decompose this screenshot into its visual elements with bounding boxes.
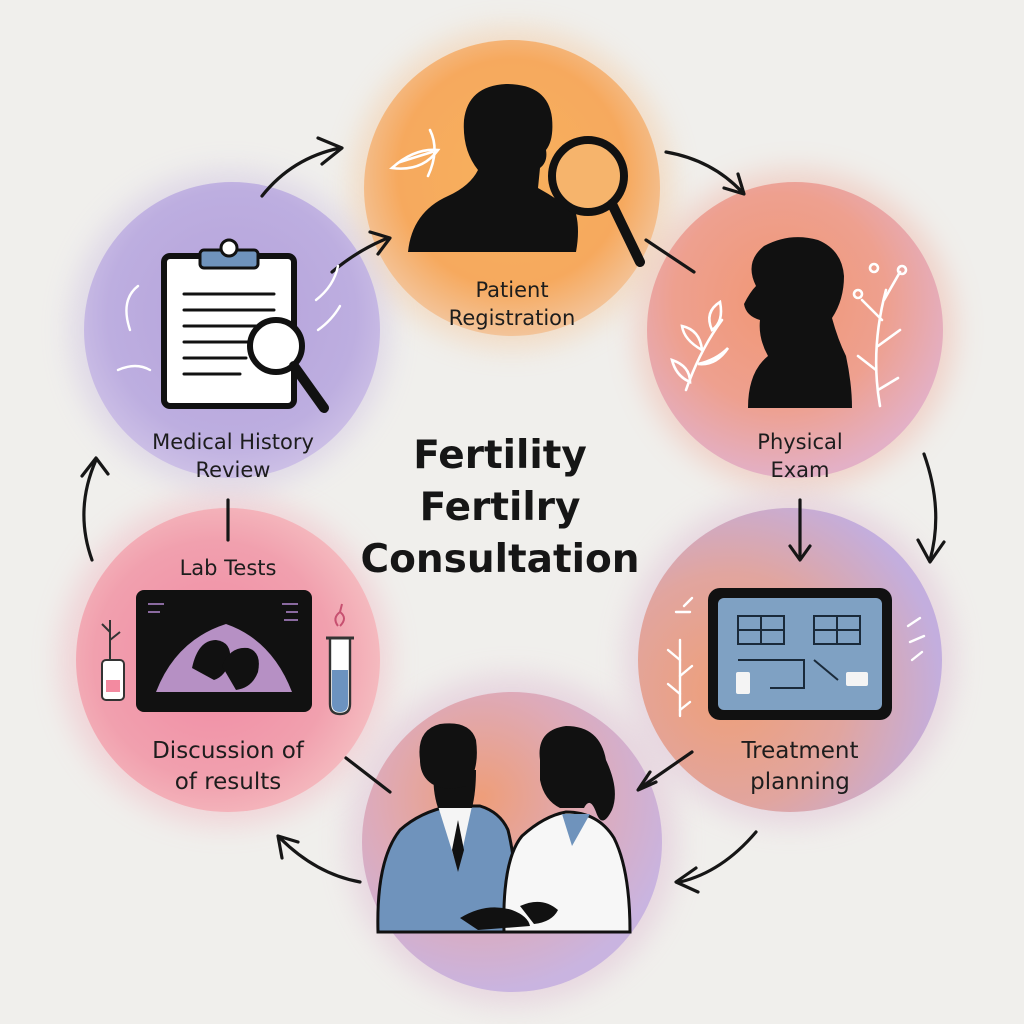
label-lab-tests: Lab Tests — [128, 554, 328, 582]
diagram-title: Fertility Fertilry Consultation — [330, 430, 670, 586]
title-line-3: Consultation — [360, 537, 640, 582]
title-line-1: Fertility — [413, 433, 587, 478]
leaf-icon — [670, 262, 908, 408]
label-line-1: Medical History — [152, 430, 314, 454]
label-line-1: Patient — [475, 278, 549, 302]
label-line-2: Exam — [770, 458, 830, 482]
label-line-1: Discussion of — [152, 738, 304, 764]
label-line-2: of results — [174, 769, 282, 795]
label-medical-history-review: Medical History Review — [118, 428, 348, 484]
test-tube-icon — [326, 603, 354, 716]
label-line-1: Treatment — [741, 738, 859, 764]
label-line-1: Lab Tests — [179, 556, 277, 580]
bottle-icon — [101, 620, 125, 701]
label-line-2: planning — [750, 769, 850, 795]
label-line-2: Registration — [448, 306, 576, 330]
ultrasound-screen-icon — [136, 590, 312, 712]
label-line-1: Physical — [757, 430, 843, 454]
label-treatment-planning: Treatment planning — [700, 736, 900, 798]
monitor-plan-icon — [666, 588, 926, 720]
label-physical-exam: Physical Exam — [700, 428, 900, 484]
cycle-arrow-icon — [80, 136, 946, 894]
clipboard-magnifier-icon — [116, 238, 342, 413]
doctor-couple-icon — [376, 723, 632, 934]
label-discussion-of-results: Discussion of of results — [110, 736, 346, 798]
person-profile-icon — [670, 237, 908, 408]
label-line-2: Review — [195, 458, 271, 482]
label-patient-registration: Patient Registration — [412, 276, 612, 332]
person-magnifier-icon — [389, 84, 645, 267]
title-line-2: Fertilry — [419, 485, 581, 530]
